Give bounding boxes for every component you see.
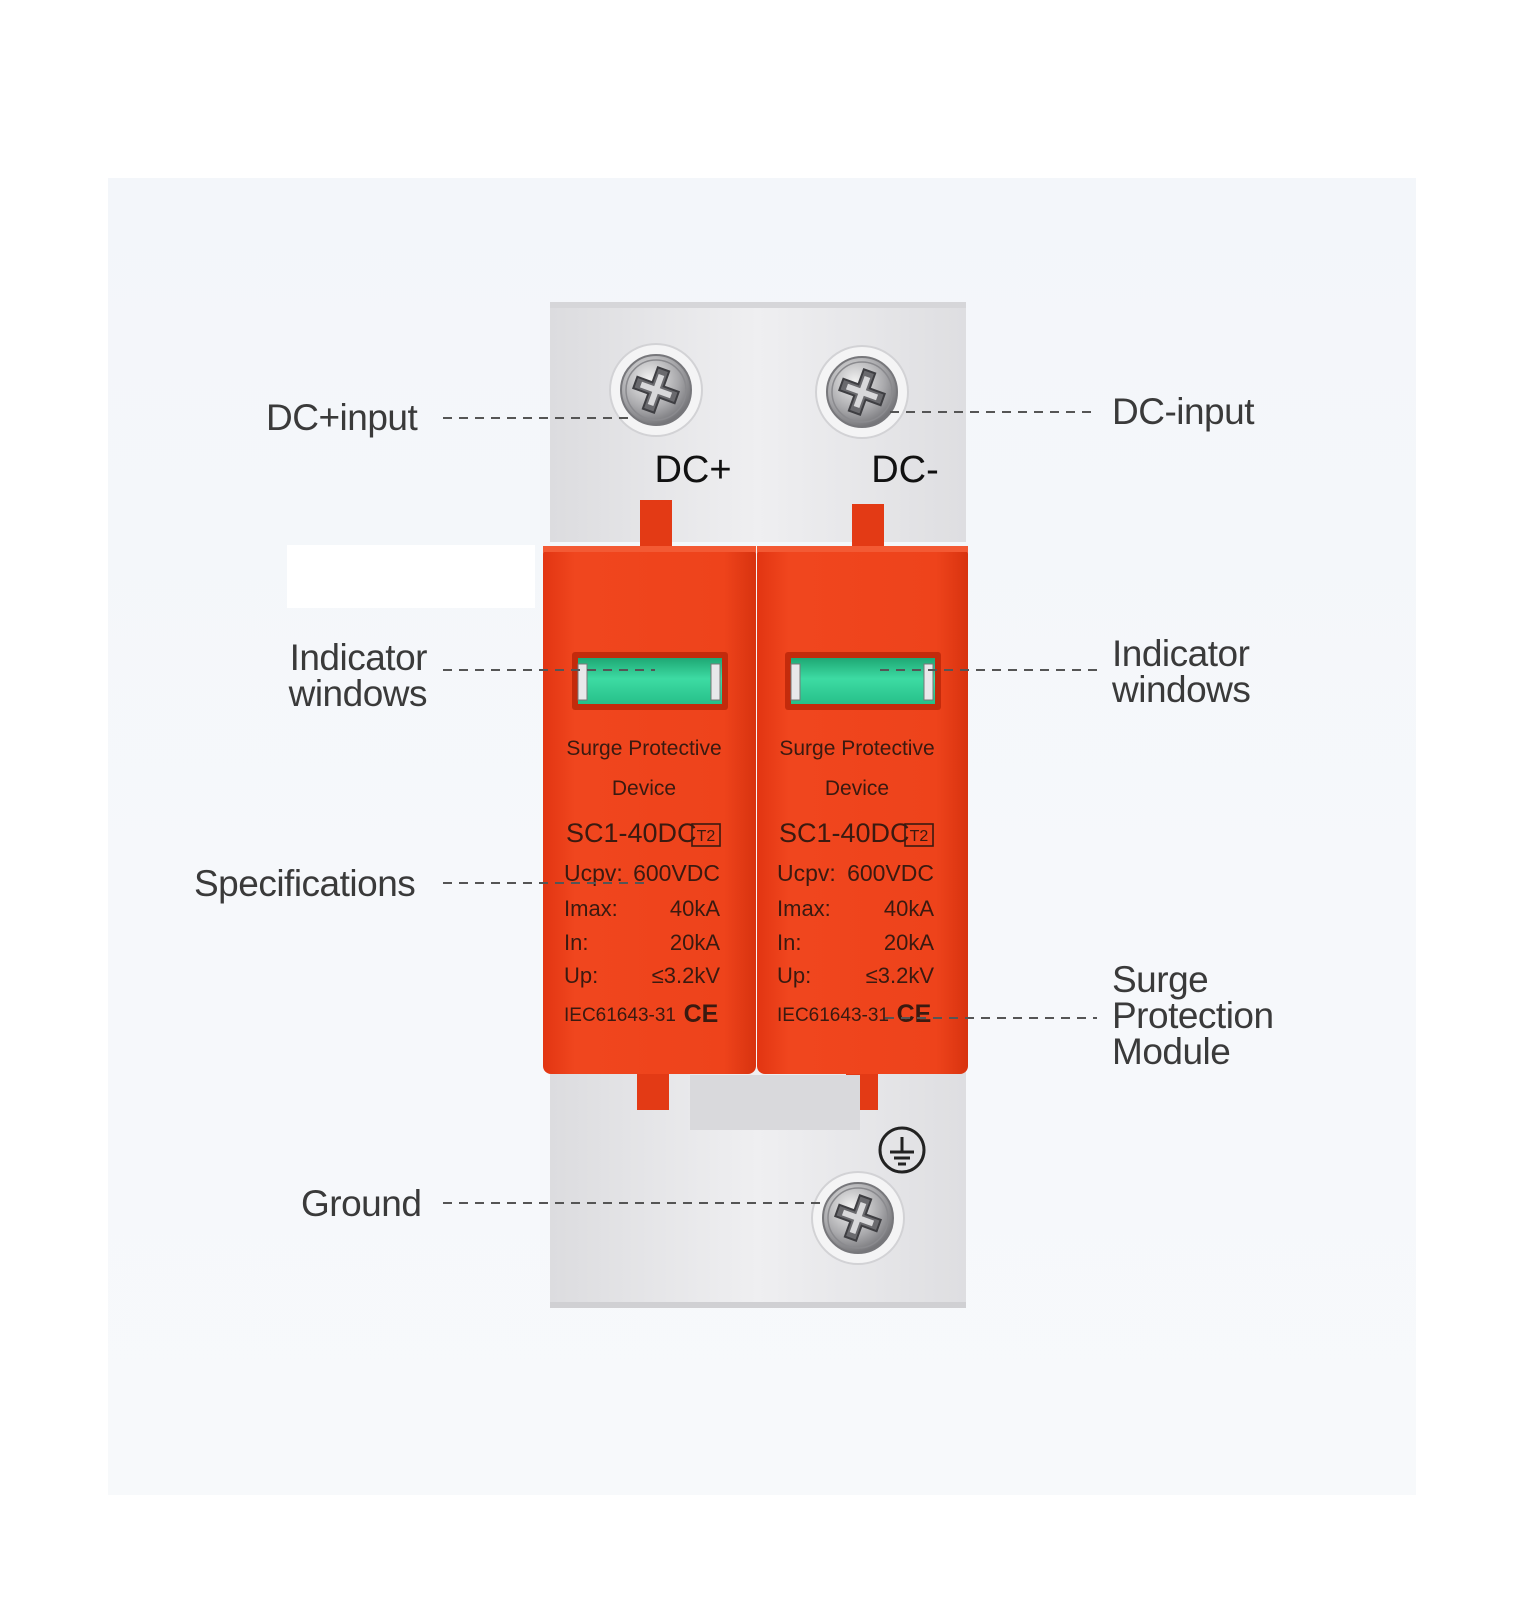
spec-key: Up:	[564, 963, 598, 988]
callout-line: windows	[1112, 669, 1251, 710]
callout-indicator-left: Indicator windows	[250, 637, 428, 714]
callout-indicator-right: Indicator windows	[1112, 633, 1251, 710]
terminal-label-plus: DC+	[654, 449, 731, 491]
ce-mark-icon: CE	[684, 1000, 719, 1028]
ground-icon	[878, 1126, 926, 1174]
screw-icon	[814, 344, 910, 440]
module-tabs-bottom	[637, 1068, 878, 1130]
white-patch	[287, 545, 535, 608]
spec-key: Ucpv:	[564, 860, 623, 886]
module-standard: IEC61643-31	[564, 1005, 676, 1026]
spec-value: 20kA	[670, 930, 720, 955]
callout-line: windows	[288, 673, 428, 714]
module-model: SC1-40DC	[779, 818, 910, 848]
indicator-window-left	[572, 652, 728, 710]
callout-surge-module: Surge Protection Module	[1112, 959, 1274, 1072]
screw-icon	[810, 1170, 906, 1266]
module-model: SC1-40DC	[566, 818, 697, 848]
callout-ground: Ground	[301, 1183, 422, 1224]
spec-key: Ucpv:	[777, 860, 836, 886]
module-title-line1: Surge Protective	[779, 737, 934, 760]
callout-line: Indicator	[289, 637, 428, 678]
spec-key: In:	[564, 930, 588, 955]
callout-specifications: Specifications	[194, 863, 416, 904]
spec-value: ≤3.2kV	[866, 963, 935, 988]
module-print-right: Surge Protective Device SC1-40DC T2 Ucpv…	[777, 737, 935, 1028]
spec-value: 600VDC	[633, 860, 720, 886]
callout-dc-plus-input: DC+input	[266, 397, 418, 438]
terminal-label-minus: DC-	[871, 449, 939, 491]
spec-key: Imax:	[564, 896, 618, 921]
module-type-badge: T2	[697, 828, 716, 845]
module-print-left: Surge Protective Device SC1-40DC T2 Ucpv…	[564, 737, 722, 1028]
spec-value: 600VDC	[847, 860, 934, 886]
spec-key: Up:	[777, 963, 811, 988]
spec-key: Imax:	[777, 896, 831, 921]
callout-line: Protection	[1112, 995, 1274, 1036]
module-title-line1: Surge Protective	[566, 737, 721, 760]
spec-value: 40kA	[670, 896, 720, 921]
spec-value: 40kA	[884, 896, 934, 921]
module-title-line2: Device	[825, 777, 889, 800]
spec-value: 20kA	[884, 930, 934, 955]
surge-module-left	[543, 546, 756, 1074]
surge-module-right	[757, 546, 968, 1074]
spec-value: ≤3.2kV	[652, 963, 721, 988]
module-standard: IEC61643-31	[777, 1005, 889, 1026]
screw-icon	[608, 342, 704, 438]
module-type-badge: T2	[910, 828, 929, 845]
module-title-line2: Device	[612, 777, 676, 800]
callout-line: Module	[1112, 1031, 1231, 1072]
callout-line: Surge	[1112, 959, 1209, 1000]
callout-line: Indicator	[1112, 633, 1250, 674]
ce-mark-icon: CE	[897, 1000, 932, 1028]
module-tabs-top	[640, 500, 884, 550]
spec-key: In:	[777, 930, 801, 955]
indicator-window-right	[785, 652, 941, 710]
leader-lines	[443, 411, 1097, 1204]
callout-dc-minus-input: DC-input	[1112, 391, 1255, 432]
